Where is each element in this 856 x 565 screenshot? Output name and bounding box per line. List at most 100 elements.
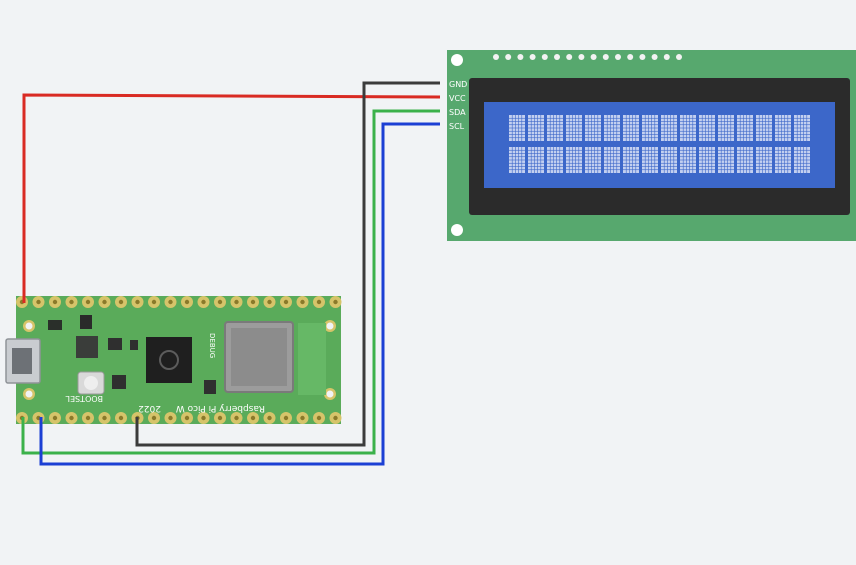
header-pin-hole	[663, 54, 670, 60]
flash-chip	[112, 375, 126, 389]
gpio-pad	[49, 296, 61, 308]
mounting-hole-center	[326, 390, 334, 398]
gnd-wire	[135, 81, 440, 447]
lcd-character-cell	[547, 147, 563, 173]
gpio-pad	[313, 296, 325, 308]
bootsel-button-cap	[84, 376, 98, 390]
lcd-character-cell	[642, 115, 658, 141]
header-pin-hole	[627, 54, 634, 60]
pin-label-sda: SDA	[449, 108, 466, 117]
lcd-character-cell	[661, 147, 677, 173]
lcd-character-cell	[794, 115, 810, 141]
lcd-character-cell	[528, 147, 544, 173]
gpio-pad	[164, 296, 177, 308]
lcd-character-cell	[623, 115, 639, 141]
mounting-hole-center	[326, 322, 334, 330]
gpio-pad	[32, 412, 45, 424]
gpio-pad	[197, 296, 210, 308]
pin-label-scl: SCL	[449, 122, 465, 131]
mounting-hole	[451, 224, 463, 236]
lcd-character-cell	[680, 147, 696, 173]
gpio-pad	[16, 296, 28, 308]
gpio-pad	[230, 296, 243, 308]
lcd-character-grid	[509, 115, 810, 173]
lcd-character-cell	[566, 147, 582, 173]
gpio-pad	[181, 296, 193, 308]
gpio-pad	[313, 412, 325, 424]
lcd-character-cell	[604, 115, 620, 141]
lcd-character-cell	[509, 115, 525, 141]
lcd-character-cell	[775, 115, 791, 141]
lcd-character-cell	[718, 115, 734, 141]
header-pin-hole	[651, 54, 658, 60]
gpio-pad	[65, 296, 78, 308]
header-pin-hole	[676, 54, 682, 60]
gpio-pad	[148, 296, 160, 308]
lcd-screen	[484, 102, 835, 188]
debug-label: DEBUG	[208, 333, 216, 358]
vcc-wire	[22, 93, 441, 303]
lcd-character-cell	[680, 115, 696, 141]
lcd-character-cell	[737, 147, 753, 173]
gpio-pad	[280, 296, 292, 308]
header-pin-hole	[566, 54, 573, 60]
header-pin-hole	[615, 54, 621, 60]
lcd-character-cell	[718, 147, 734, 173]
gpio-pad	[115, 296, 127, 308]
lcd-character-cell	[585, 147, 601, 173]
header-pin-hole	[505, 54, 512, 60]
header-pin-hole	[493, 54, 499, 60]
lcd-character-cell	[756, 147, 772, 173]
lcd-character-cell	[642, 147, 658, 173]
lcd-character-cell	[775, 147, 791, 173]
lcd-character-cell	[623, 147, 639, 173]
header-pin-hole	[541, 54, 548, 60]
pin-label-gnd: GND	[449, 80, 467, 89]
lcd-header-pins	[493, 54, 682, 60]
gpio-pad	[296, 412, 309, 424]
inductor	[80, 315, 92, 329]
gpio-pad	[280, 412, 292, 424]
header-pin-hole	[554, 54, 560, 60]
wifi-shield-inner	[231, 328, 287, 386]
gpio-pad	[329, 412, 342, 424]
gpio-pad	[329, 296, 342, 308]
lcd-character-cell	[794, 147, 810, 173]
gpio-pad	[32, 296, 45, 308]
mounting-hole	[451, 54, 463, 66]
lcd-character-cell	[604, 147, 620, 173]
mounting-hole-center	[25, 390, 33, 398]
header-pin-hole	[517, 54, 524, 60]
gpio-pad	[247, 296, 259, 308]
header-pin-hole	[602, 54, 609, 60]
antenna	[298, 323, 326, 395]
lcd-character-cell	[699, 115, 715, 141]
gpio-pad	[82, 412, 94, 424]
gpio-pad	[98, 296, 111, 308]
lcd-character-cell	[737, 115, 753, 141]
lcd-character-cell	[547, 115, 563, 141]
gpio-pad	[148, 412, 160, 424]
gpio-pad	[164, 412, 177, 424]
led	[48, 320, 62, 330]
wires	[21, 81, 441, 466]
gpio-pad	[247, 412, 259, 424]
lcd-character-cell	[509, 147, 525, 173]
header-pin-hole	[578, 54, 585, 60]
gpio-pad	[296, 296, 309, 308]
board-year-text: 2022	[138, 403, 161, 413]
sda-wire	[21, 109, 440, 455]
gpio-pad	[49, 412, 61, 424]
bootsel-label: BOOTSEL	[65, 394, 103, 403]
lcd-character-cell	[699, 147, 715, 173]
gpio-pad	[82, 296, 94, 308]
lcd-character-cell	[566, 115, 582, 141]
pico-board: BOOTSEL Raspberry Pi Pico W 2022 DEBUG	[5, 296, 342, 424]
lcd-character-cell	[661, 115, 677, 141]
board-name-text: Raspberry Pi Pico W	[176, 403, 265, 413]
pico-gpio-pads	[16, 296, 342, 424]
gpio-pad	[263, 412, 276, 424]
gpio-pad	[263, 296, 276, 308]
raspberry-logo-icon	[159, 350, 179, 370]
